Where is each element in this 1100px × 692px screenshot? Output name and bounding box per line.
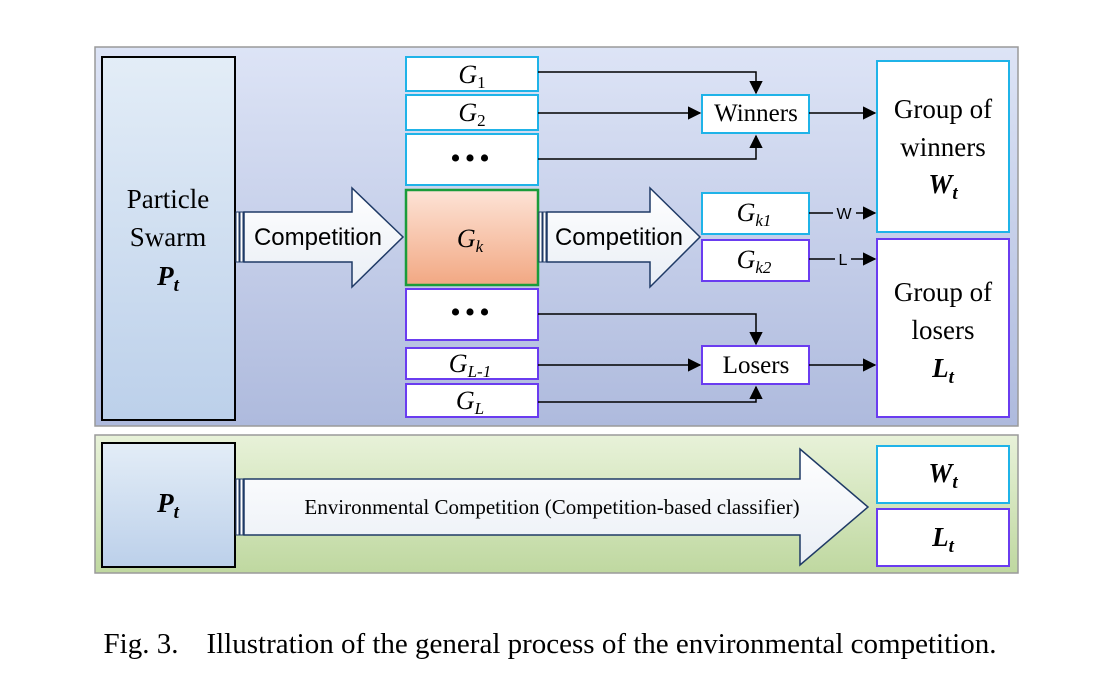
swarm-line1: Particle [127,184,209,214]
winners-box [701,94,810,134]
environmental-competition-arrow [235,447,870,567]
l-tag: L [839,252,848,269]
winners-connectors [538,71,877,160]
group-gk-label: Gk [457,224,484,256]
group-of-losers-symbol: Lt [931,353,955,388]
group-gl1-label: GL-1 [449,349,491,381]
group-gl-box [405,383,539,418]
losers-connectors [538,313,877,403]
figure-number: Fig. 3. [103,628,179,660]
losers-box [701,345,810,385]
group-dots-bottom-label: ••• [450,296,494,329]
competition-label-2: Competition [555,224,683,251]
environmental-competition-label: Environmental Competition (Competition-b… [304,495,799,519]
particle-swarm-box [101,56,236,421]
group-gk2-box [701,239,810,282]
group-of-losers-line1: Group of [894,277,992,307]
bottom-winners-symbol: Wt [928,458,958,493]
caption-text: Illustration of the general process of t… [206,628,997,660]
group-g1-box [405,56,539,92]
group-gk2-label: Gk2 [737,245,772,277]
group-g2-label: G2 [458,98,485,130]
group-of-winners-line1: Group of [894,94,992,124]
competition-arrow-2 [538,186,702,289]
losers-label: Losers [723,352,790,379]
group-gk-box [404,188,540,287]
split-connectors [809,206,877,266]
winners-label: Winners [714,100,798,127]
competition-arrow-1 [235,186,405,289]
competition-label-1: Competition [254,224,382,251]
group-g1-label: G1 [458,60,485,92]
group-of-losers-box [876,238,1010,418]
group-gl1-box [405,347,539,380]
bottom-swarm-box [101,442,236,568]
bottom-winners-box [876,445,1010,504]
group-of-winners-line2: winners [900,132,985,162]
bottom-losers-box [876,508,1010,567]
group-of-winners-box [876,60,1010,233]
w-tag: W [836,206,852,223]
swarm-line2: Swarm [130,222,207,252]
group-dots-top-box [405,133,539,186]
group-gk1-label: Gk1 [737,198,772,230]
group-gl-label: GL [456,386,484,418]
bottom-losers-symbol: Lt [931,522,955,557]
group-dots-top-label: ••• [450,142,494,175]
group-gk1-box [701,192,810,235]
group-of-losers-line2: losers [912,315,975,345]
group-of-winners-symbol: Wt [928,169,958,204]
bottom-swarm-symbol: Pt [156,488,180,523]
swarm-symbol: Pt [156,261,180,296]
competition-diagram: Particle Swarm Pt Competition G1 G2 ••• … [94,46,1019,574]
figure-caption: Fig. 3. Illustration of the general proce… [0,628,1100,661]
